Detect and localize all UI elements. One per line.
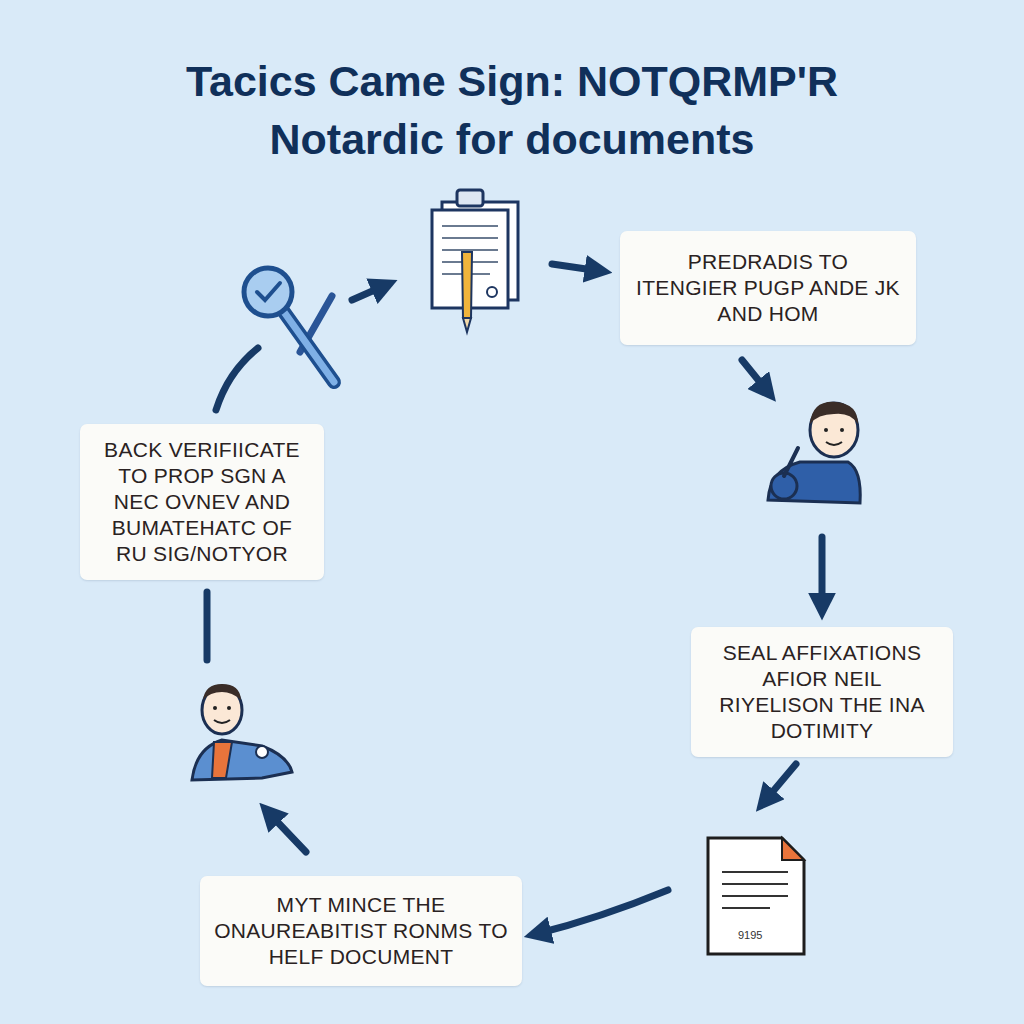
flow-arrows <box>207 264 822 934</box>
text-box: SEAL AFFIXATIONS AFIOR NEIL RIYELISON TH… <box>691 627 953 757</box>
box-text: BACK VERIFIICATE TO PROP SGN A NEC OVNEV… <box>94 437 310 567</box>
box-text: MYT MINCE THE ONAUREABITIST RONMS TO HEL… <box>214 892 508 970</box>
text-box: MYT MINCE THE ONAUREABITIST RONMS TO HEL… <box>200 876 522 986</box>
diagram-title: Tacics Came Sign: NOTQRMP'R Notardic for… <box>132 52 892 168</box>
notary-icon <box>192 684 292 780</box>
person-icon <box>768 402 860 503</box>
text-box: PREDRADIS TO ITENGIER PUGP ANDE JK AND H… <box>620 231 916 345</box>
box-text: SEAL AFFIXATIONS AFIOR NEIL RIYELISON TH… <box>705 640 939 744</box>
clipboard-icon <box>432 190 518 332</box>
document-icon <box>708 838 804 954</box>
box-text: PREDRADIS TO ITENGIER PUGP ANDE JK AND H… <box>634 249 902 327</box>
document-number: 9195 <box>738 929 762 941</box>
text-box: BACK VERIFIICATE TO PROP SGN A NEC OVNEV… <box>80 424 324 580</box>
magnifier-icon <box>244 268 334 382</box>
